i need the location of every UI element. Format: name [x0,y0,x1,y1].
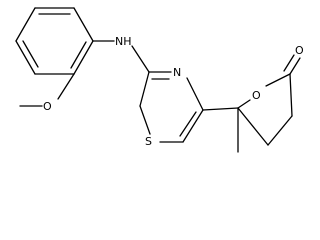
methoxy-oxygen-label: O [43,100,52,113]
thiazole-sulfur-label: S [145,135,152,148]
structure-canvas: NH N S O O O [15,7,304,153]
molecule-drawing: NH N S O O O [15,7,304,153]
carbonyl-oxygen-label: O [295,44,304,57]
thiazole-ring [139,71,204,143]
benzene-ring [15,7,94,75]
methoxy-group [19,73,75,107]
lactone-ring [202,54,301,153]
ring-oxygen-label: O [252,89,261,102]
amine-label: NH [115,35,132,48]
thiazole-nitrogen-label: N [173,66,181,79]
amine-linker [92,40,150,73]
